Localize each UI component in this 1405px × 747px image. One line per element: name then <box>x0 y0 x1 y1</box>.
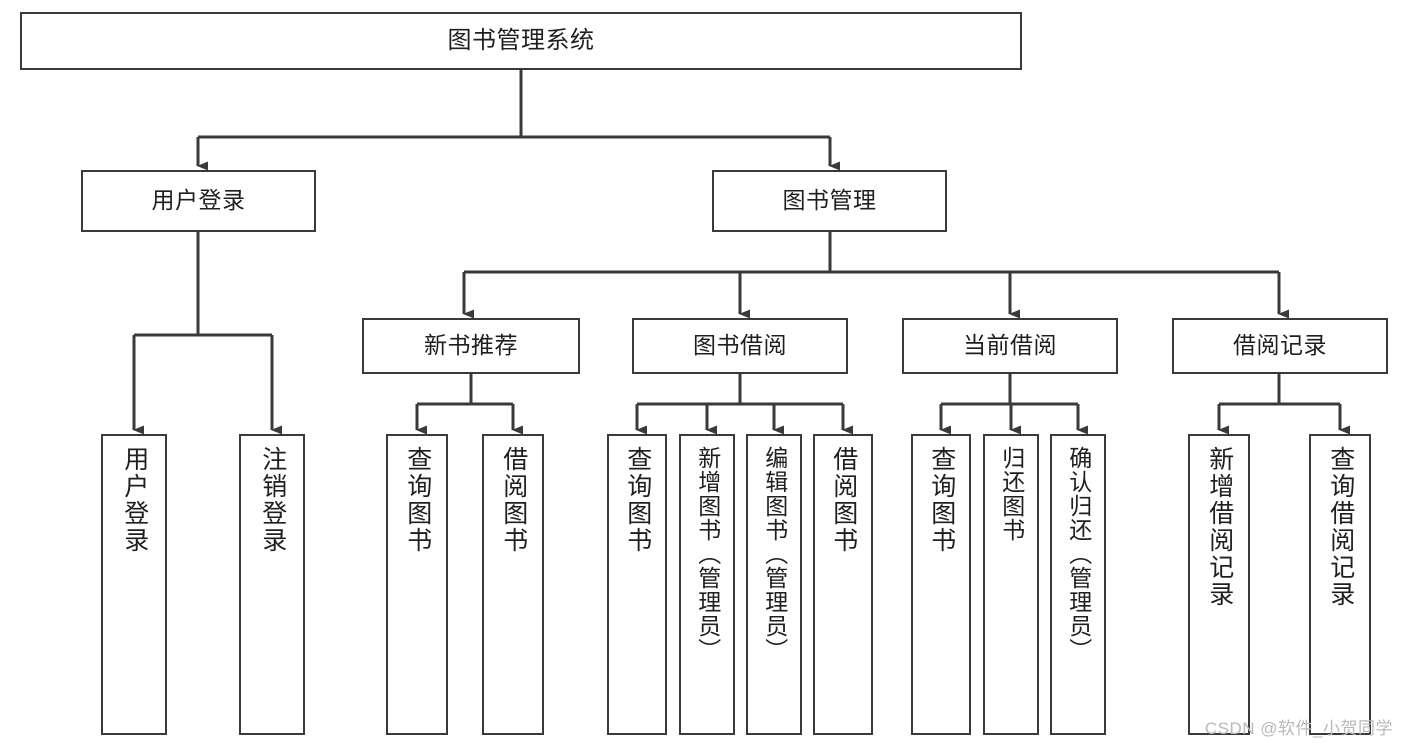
node-label: 确认归还（管理员） <box>1065 446 1092 662</box>
node-leaf-borrow-book[interactable]: 借阅图书 <box>813 434 873 735</box>
node-leaf-borrow-book-recommend[interactable]: 借阅图书 <box>482 434 544 735</box>
node-leaf-user-login[interactable]: 用户登录 <box>101 434 167 735</box>
node-label: 图书借阅 <box>693 332 787 359</box>
node-label: 查询图书 <box>403 446 432 554</box>
node-leaf-return-book[interactable]: 归还图书 <box>983 434 1039 735</box>
node-current-borrow[interactable]: 当前借阅 <box>902 318 1118 374</box>
node-label: 注销登录 <box>258 446 287 554</box>
node-label: 借阅记录 <box>1233 332 1327 359</box>
node-label: 图书管理 <box>782 187 877 214</box>
node-new-book-recommend[interactable]: 新书推荐 <box>362 318 580 374</box>
node-label: 新书推荐 <box>424 332 518 359</box>
node-book-borrow[interactable]: 图书借阅 <box>632 318 848 374</box>
node-leaf-add-book[interactable]: 新增图书（管理员） <box>679 434 735 735</box>
node-leaf-edit-book[interactable]: 编辑图书（管理员） <box>746 434 802 735</box>
node-borrow-record[interactable]: 借阅记录 <box>1172 318 1388 374</box>
node-label: 查询图书 <box>623 446 652 554</box>
node-label: 用户登录 <box>120 446 149 554</box>
node-leaf-query-book-borrow[interactable]: 查询图书 <box>607 434 667 735</box>
csdn-watermark: CSDN @软件_小贺同学 <box>1204 719 1393 738</box>
node-label: 当前借阅 <box>963 332 1057 359</box>
node-leaf-query-borrow-record[interactable]: 查询借阅记录 <box>1309 434 1371 735</box>
node-label: 归还图书 <box>998 446 1025 542</box>
node-label: 查询图书 <box>927 446 956 554</box>
node-label: 借阅图书 <box>829 446 858 554</box>
node-label: 图书管理系统 <box>447 26 595 54</box>
node-user-login[interactable]: 用户登录 <box>81 170 316 232</box>
node-leaf-add-borrow-record[interactable]: 新增借阅记录 <box>1188 434 1250 735</box>
node-label: 新增图书（管理员） <box>694 446 721 662</box>
node-leaf-confirm-return[interactable]: 确认归还（管理员） <box>1050 434 1106 735</box>
node-leaf-query-book-current[interactable]: 查询图书 <box>911 434 971 735</box>
node-label: 新增借阅记录 <box>1205 446 1234 608</box>
node-label: 用户登录 <box>151 187 246 214</box>
node-root-system[interactable]: 图书管理系统 <box>20 12 1022 70</box>
node-book-management[interactable]: 图书管理 <box>712 170 947 232</box>
node-label: 查询借阅记录 <box>1326 446 1355 608</box>
node-label: 编辑图书（管理员） <box>761 446 788 662</box>
node-leaf-logout[interactable]: 注销登录 <box>239 434 305 735</box>
node-leaf-query-book-recommend[interactable]: 查询图书 <box>386 434 448 735</box>
node-label: 借阅图书 <box>499 446 528 554</box>
